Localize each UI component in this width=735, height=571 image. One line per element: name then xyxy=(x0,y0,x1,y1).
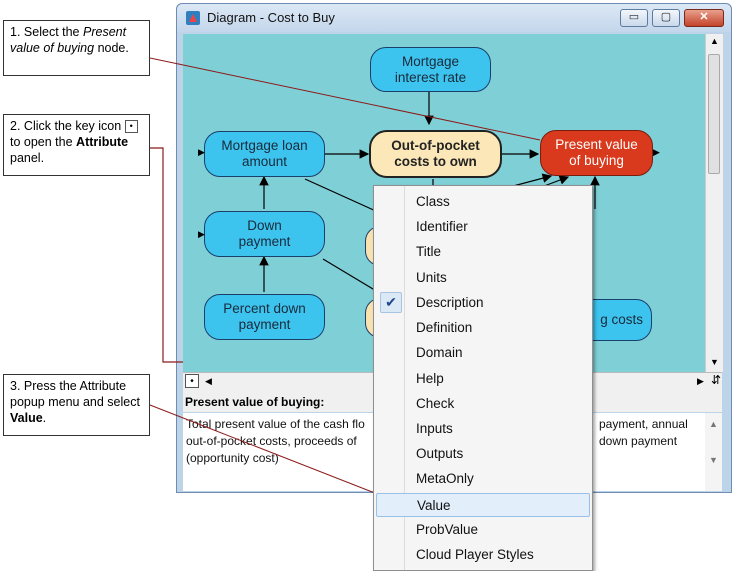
title-bar[interactable]: Diagram - Cost to Buy ▭ ▢ ✕ xyxy=(177,4,731,32)
node-present-value-of-buying[interactable]: Present value of buying xyxy=(540,130,653,176)
node-mortgage-interest-rate[interactable]: Mortgage interest rate xyxy=(370,47,491,92)
checkmark-icon: ✔ xyxy=(380,292,402,313)
scroll-right-icon[interactable]: ▶ xyxy=(697,376,704,386)
menu-item-value[interactable]: Value xyxy=(376,493,590,517)
scroll-down-icon[interactable]: ▼ xyxy=(709,455,718,465)
close-button[interactable]: ✕ xyxy=(684,9,724,27)
scroll-thumb[interactable] xyxy=(708,54,720,174)
node-mortgage-loan-amount[interactable]: Mortgage loan amount xyxy=(204,131,325,177)
menu-item-definition[interactable]: Definition xyxy=(416,320,473,335)
maximize-button[interactable]: ▢ xyxy=(652,9,680,27)
key-icon[interactable]: • xyxy=(185,374,199,388)
menu-item-class[interactable]: Class xyxy=(416,194,450,209)
menu-item-help[interactable]: Help xyxy=(416,371,444,386)
menu-item-check[interactable]: Check xyxy=(416,396,455,411)
menu-item-description[interactable]: ✔ Description xyxy=(376,291,590,315)
menu-item-units[interactable]: Units xyxy=(416,270,447,285)
scroll-down-icon[interactable]: ▼ xyxy=(710,357,719,367)
menu-item-domain[interactable]: Domain xyxy=(416,345,463,360)
node-selection-marker-2: ▶ xyxy=(198,147,205,157)
minimize-button[interactable]: ▭ xyxy=(620,9,648,27)
node-selection-marker: ▶ xyxy=(653,147,660,157)
attribute-popup-menu[interactable]: Class Identifier Title Units ✔ Descripti… xyxy=(373,185,593,571)
node-selection-marker-3: ▶ xyxy=(198,229,205,239)
callout-step-2: 2. Click the key icon • to open the Attr… xyxy=(3,114,150,176)
split-handle-icon[interactable]: ⇵ xyxy=(711,373,722,387)
menu-item-identifier[interactable]: Identifier xyxy=(416,219,468,234)
menu-item-metaonly[interactable]: MetaOnly xyxy=(416,471,474,486)
diagram-window-icon xyxy=(186,11,200,25)
menu-item-title[interactable]: Title xyxy=(416,244,442,259)
node-out-of-pocket-costs[interactable]: Out-of-pocket costs to own xyxy=(369,130,502,178)
node-down-payment[interactable]: Down payment xyxy=(204,211,325,257)
callout-step-3: 3. Press the Attribute popup menu and se… xyxy=(3,374,150,436)
node-percent-down-payment[interactable]: Percent down payment xyxy=(204,294,325,340)
scroll-up-icon[interactable]: ▲ xyxy=(710,36,719,46)
key-icon: • xyxy=(124,120,138,134)
window-title: Diagram - Cost to Buy xyxy=(207,10,335,25)
diagram-vertical-scrollbar[interactable]: ▲ ▼ xyxy=(705,34,723,372)
menu-item-inputs[interactable]: Inputs xyxy=(416,421,453,436)
menu-item-cloud-player-styles[interactable]: Cloud Player Styles xyxy=(416,547,534,562)
scroll-up-icon[interactable]: ▲ xyxy=(709,419,718,429)
menu-gutter xyxy=(404,186,405,570)
attribute-panel-scrollbar[interactable]: ▲ ▼ xyxy=(705,413,722,491)
scroll-left-icon[interactable]: ◀ xyxy=(205,376,212,386)
menu-item-probvalue[interactable]: ProbValue xyxy=(416,522,479,537)
menu-item-outputs[interactable]: Outputs xyxy=(416,446,464,461)
callout-step-1: 1. Select the Present value of buying no… xyxy=(3,20,150,76)
